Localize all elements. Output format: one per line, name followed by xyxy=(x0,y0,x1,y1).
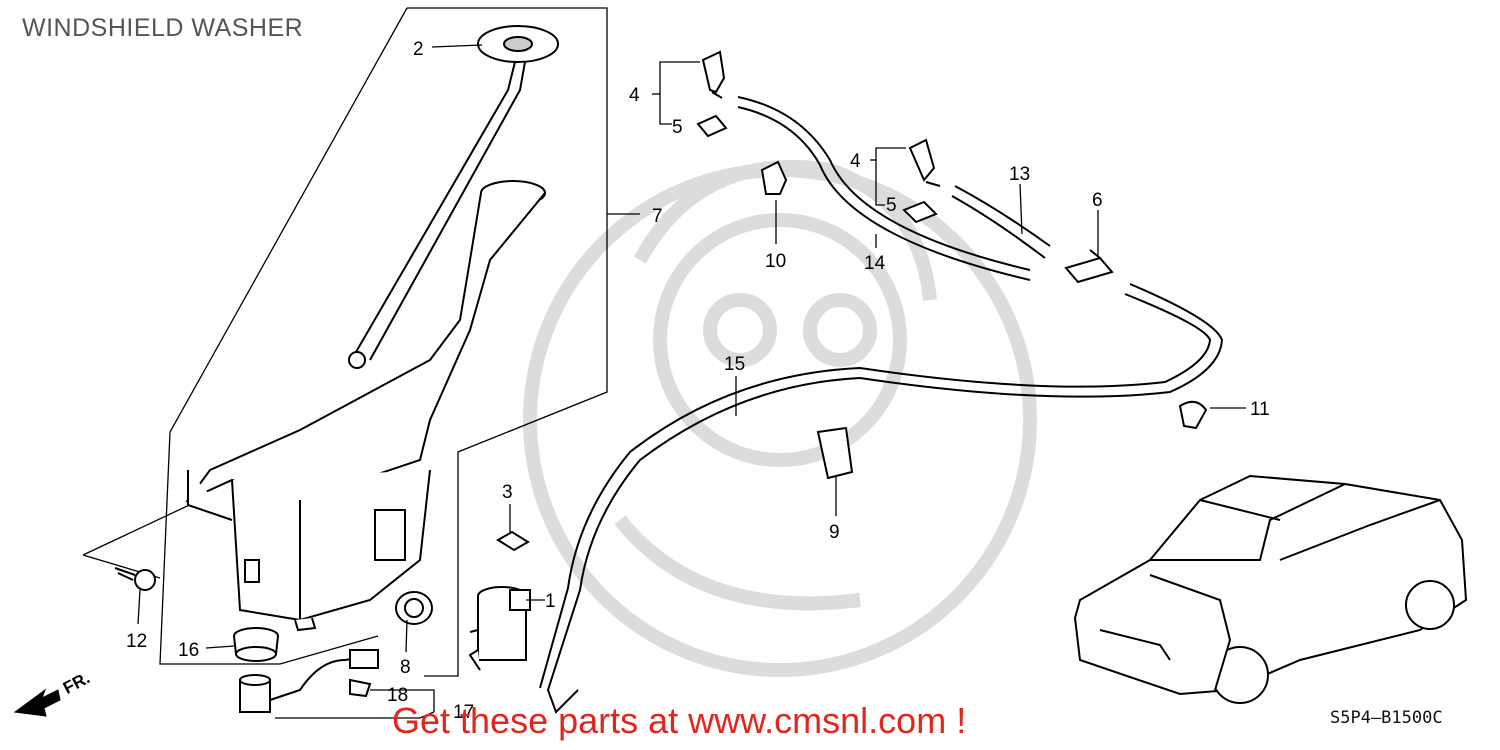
part-label-9: 9 xyxy=(829,522,840,543)
washer-pump xyxy=(468,586,531,671)
watermark-logo xyxy=(523,160,1037,677)
part-label-17: 17 xyxy=(453,702,474,723)
washer-hoses xyxy=(539,96,1224,714)
part-label-4a: 4 xyxy=(629,85,640,106)
part-label-3: 3 xyxy=(502,482,513,503)
grommet xyxy=(233,627,279,662)
part-label-1: 1 xyxy=(545,591,556,612)
three-way-joint xyxy=(1064,249,1114,284)
part-label-8: 8 xyxy=(400,657,411,678)
part-label-6: 6 xyxy=(1092,190,1103,211)
front-direction-arrow xyxy=(13,688,61,717)
part-label-15: 15 xyxy=(724,354,745,375)
part-label-13: 13 xyxy=(1009,164,1030,185)
diagram-code: S5P4—B1500C xyxy=(1330,708,1443,728)
part-label-5a: 5 xyxy=(672,117,683,138)
leader-lines xyxy=(137,44,1246,719)
part-label-18: 18 xyxy=(387,685,408,706)
washer-nozzle xyxy=(701,50,941,187)
diagram-title: WINDSHIELD WASHER xyxy=(22,14,304,42)
nozzle-seal xyxy=(696,114,938,224)
hose-clip xyxy=(760,160,1208,480)
part-label-16: 16 xyxy=(178,640,199,661)
part-label-11: 11 xyxy=(1250,399,1270,420)
part-label-5b: 5 xyxy=(886,195,897,216)
part-label-14: 14 xyxy=(864,253,886,274)
car-illustration xyxy=(1073,474,1468,704)
bolt xyxy=(114,567,156,591)
part-label-10: 10 xyxy=(765,251,786,272)
part-label-4b: 4 xyxy=(850,151,861,172)
washer-reservoir xyxy=(184,180,546,632)
part-label-7: 7 xyxy=(652,206,663,227)
seal xyxy=(395,591,433,625)
level-sensor xyxy=(239,649,379,713)
part-label-12: 12 xyxy=(126,631,147,652)
part-number-labels: 1 2 3 4 4 5 5 6 7 8 9 10 11 12 13 14 15 … xyxy=(126,39,1270,723)
tank-cap xyxy=(348,25,559,369)
promo-link[interactable]: Get these parts at www.cmsnl.com ! xyxy=(392,700,967,741)
small-clip xyxy=(496,530,530,552)
part-label-2: 2 xyxy=(413,39,424,60)
